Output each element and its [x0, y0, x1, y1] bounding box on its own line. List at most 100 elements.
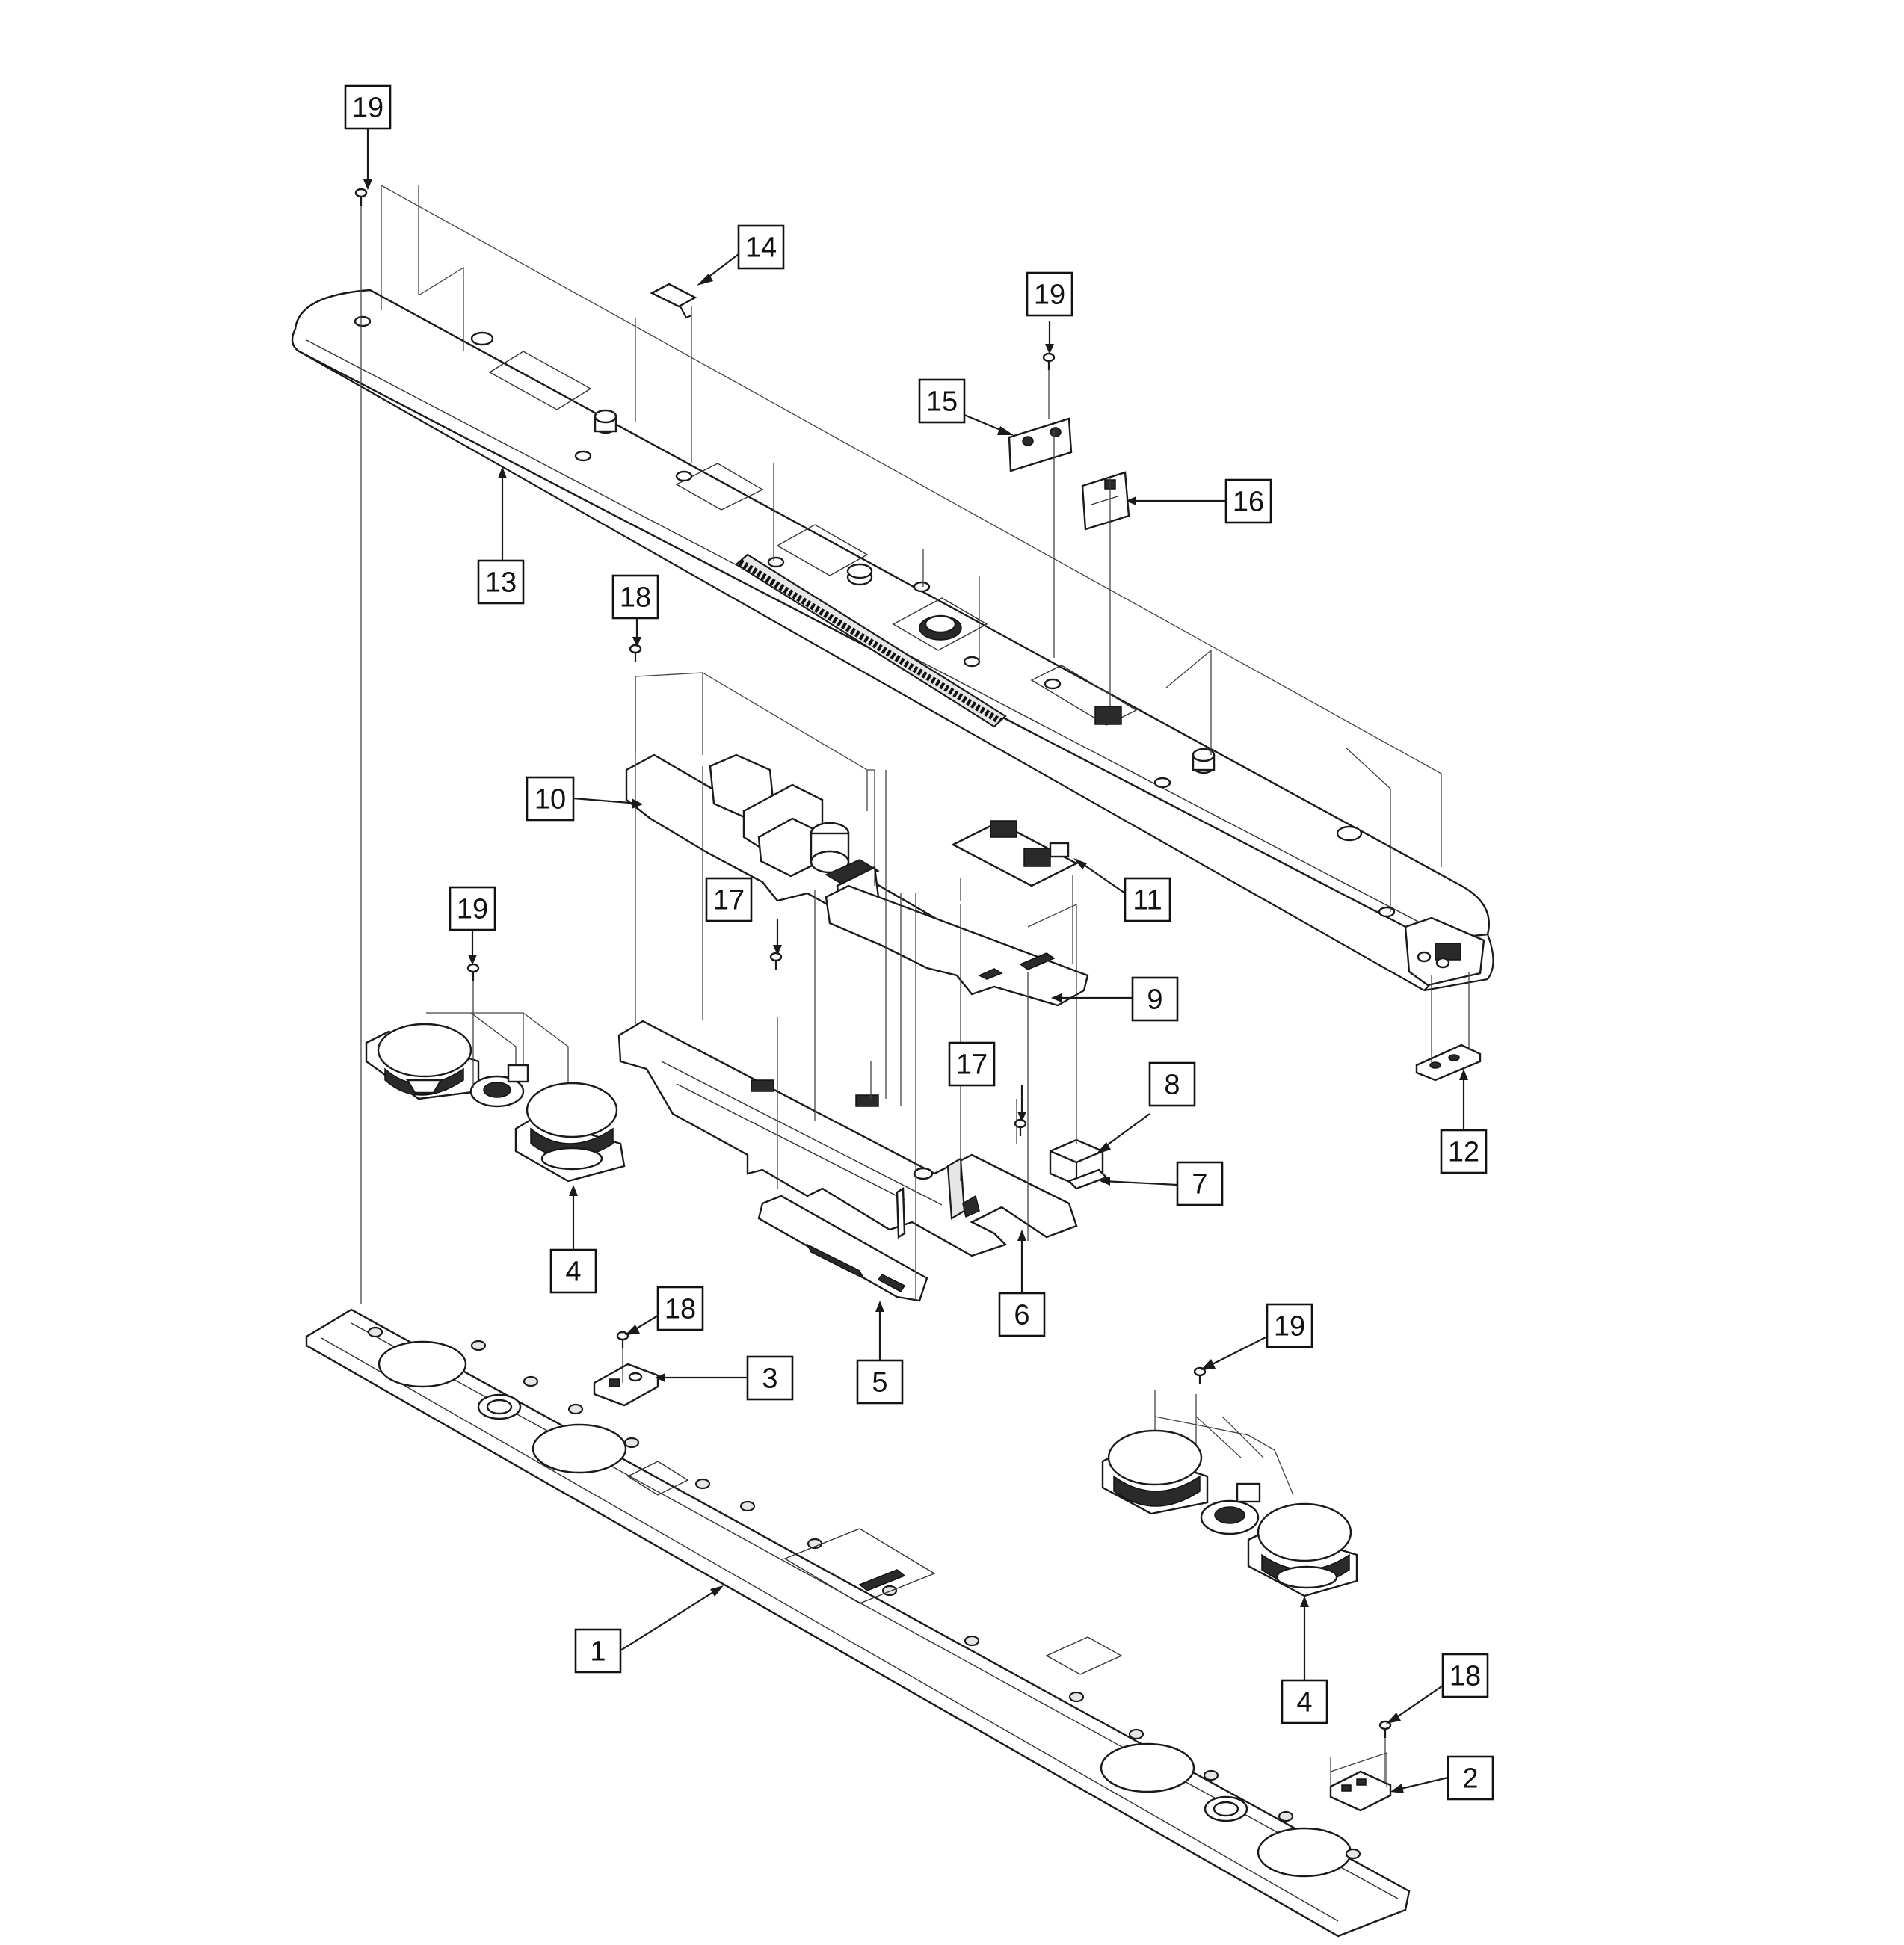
callout-15: 15: [918, 378, 966, 424]
callout-box: [526, 776, 575, 822]
callout-box: [1148, 1061, 1196, 1107]
callout-box: [477, 559, 525, 605]
callout-box: [1124, 877, 1171, 922]
part-12-bracket: [1415, 972, 1482, 1082]
callout-box: [656, 1286, 704, 1331]
callout-label: 13: [485, 567, 517, 599]
part-15-switch-board: [1008, 417, 1073, 658]
callout-10: 10: [526, 776, 575, 822]
callout-box: [1281, 1679, 1328, 1724]
callout-box: [746, 1355, 794, 1401]
callout-4: 4: [1281, 1679, 1328, 1724]
speaker-group-right: [1101, 1390, 1358, 1597]
callout-label: 18: [665, 1294, 696, 1325]
callout-9: 9: [1131, 976, 1179, 1022]
callout-label: 19: [457, 894, 488, 925]
callout-label: 10: [534, 784, 566, 816]
screw-17-left: [769, 952, 783, 970]
callout-box: [705, 877, 753, 922]
callout-11: 11: [1124, 877, 1171, 922]
callout-box: [1266, 1303, 1313, 1348]
transformer-7-8: [1049, 1138, 1109, 1190]
callout-16: 16: [1224, 478, 1272, 524]
callout-box: [948, 1041, 996, 1087]
leader-arrows: [363, 129, 1468, 1793]
callout-box: [344, 84, 392, 130]
callout-17: 17: [948, 1041, 996, 1087]
callout-label: 19: [1034, 280, 1065, 311]
part-3-board: [593, 1363, 659, 1407]
callout-box: [918, 378, 966, 424]
screw-19-speaker-right: [1193, 1366, 1207, 1384]
callout-box: [1131, 976, 1179, 1022]
callout-box: [998, 1292, 1046, 1337]
callout-5: 5: [856, 1359, 904, 1405]
screw-19-speaker-left: [466, 963, 480, 981]
screw-18-pcb: [629, 644, 642, 662]
screw-18-bracket2: [1378, 1720, 1392, 1738]
screw-19-top-left: [354, 188, 368, 206]
screws: [354, 188, 1392, 1738]
top-cabinet: [291, 289, 1494, 992]
screw-19-right: [1042, 352, 1056, 370]
callout-box: [1224, 478, 1272, 524]
callout-18: 18: [611, 574, 659, 620]
callout-14: 14: [737, 224, 785, 270]
part-2-bracket: [1329, 1752, 1392, 1812]
callout-label: 9: [1147, 984, 1162, 1016]
callout-label: 3: [762, 1363, 777, 1395]
callout-label: 11: [1133, 885, 1162, 916]
callout-label: 17: [956, 1049, 988, 1081]
pcb-5: [757, 1186, 928, 1302]
callout-label: 8: [1164, 1070, 1180, 1101]
callout-box: [1447, 1755, 1494, 1801]
callout-6: 6: [998, 1292, 1046, 1337]
callout-label: 16: [1233, 487, 1264, 518]
callout-19: 19: [344, 84, 392, 130]
cabinet-reference-lines: [381, 185, 1442, 912]
callout-box: [1441, 1653, 1489, 1698]
callout-18: 18: [1441, 1653, 1489, 1698]
callout-19: 19: [449, 886, 496, 931]
callout-label: 18: [620, 582, 651, 614]
callout-4: 4: [549, 1248, 597, 1294]
callout-19: 19: [1026, 271, 1073, 317]
callout-label: 5: [872, 1367, 887, 1399]
callout-2: 2: [1447, 1755, 1494, 1801]
callout-7: 7: [1176, 1161, 1224, 1206]
callout-label: 19: [352, 93, 383, 124]
part-14-bracket: [650, 283, 697, 463]
callout-19: 19: [1266, 1303, 1313, 1348]
callout-13: 13: [477, 559, 525, 605]
callout-1: 1: [574, 1628, 622, 1674]
callout-label: 4: [565, 1257, 581, 1288]
callout-box: [611, 574, 659, 620]
callout-label: 7: [1192, 1169, 1207, 1200]
callout-label: 1: [590, 1636, 606, 1668]
callout-label: 14: [745, 232, 777, 264]
callout-label: 6: [1014, 1300, 1029, 1331]
callout-label: 4: [1296, 1687, 1312, 1719]
screw-18-board3: [616, 1331, 629, 1348]
callout-box: [1176, 1161, 1224, 1206]
callout-label: 12: [1448, 1137, 1479, 1168]
callout-label: 15: [926, 386, 958, 418]
callout-label: 2: [1462, 1763, 1478, 1795]
callout-box: [549, 1248, 597, 1294]
screw-17-right: [1014, 1118, 1027, 1136]
part-16-bracket: [1081, 471, 1130, 706]
callout-label: 17: [713, 885, 745, 916]
callout-12: 12: [1440, 1129, 1488, 1174]
callout-8: 8: [1148, 1061, 1196, 1107]
callout-box: [737, 224, 785, 270]
sub-pcb-11: [951, 820, 1079, 964]
bottom-cabinet: [305, 1308, 1411, 1938]
callout-17: 17: [705, 877, 753, 922]
callout-label: 18: [1449, 1661, 1481, 1692]
callout-label: 19: [1274, 1311, 1305, 1343]
callout-box: [856, 1359, 904, 1405]
screw-reference-lines: [360, 206, 1386, 1783]
